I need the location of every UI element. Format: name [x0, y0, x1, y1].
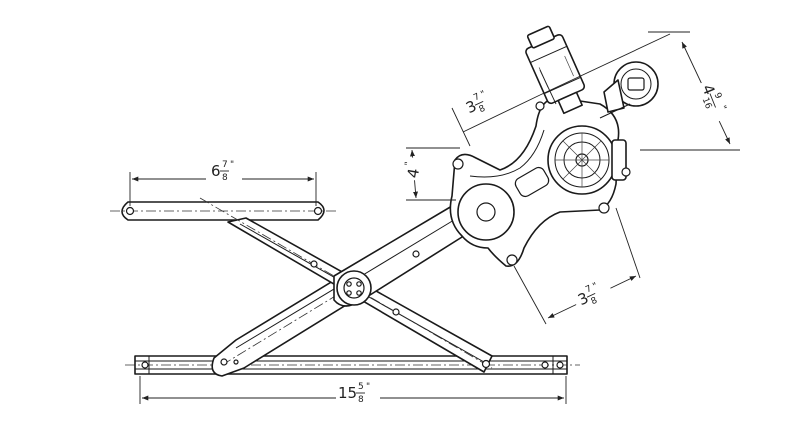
dimension-overall-length: 15 5 8 ": [139, 376, 567, 406]
dimension-top-left: 6 7 8 ": [129, 160, 317, 206]
svg-text:7: 7: [584, 284, 593, 295]
electrical-connector: [599, 61, 659, 119]
svg-text:4: 4: [404, 167, 423, 180]
dimension-small-vertical: 4 ": [402, 147, 460, 201]
svg-text:8: 8: [590, 296, 600, 308]
dimension-label: 6: [211, 162, 221, 180]
svg-text:8: 8: [222, 173, 228, 183]
center-pivot: [336, 270, 372, 306]
gearbox: [547, 125, 631, 195]
svg-text:": ": [479, 89, 487, 100]
svg-text:16: 16: [700, 96, 714, 111]
svg-text:": ": [230, 160, 234, 170]
svg-text:": ": [591, 281, 599, 292]
svg-text:7: 7: [472, 92, 481, 103]
dimension-motor-top: 3 7 8 ": [451, 33, 671, 147]
svg-text:8: 8: [358, 395, 364, 405]
bottom-rail: [125, 355, 580, 375]
svg-text:": ": [717, 104, 728, 112]
svg-text:9: 9: [712, 91, 724, 100]
svg-text:": ": [366, 382, 370, 392]
svg-text:7: 7: [222, 160, 228, 170]
svg-text:": ": [404, 161, 415, 167]
svg-text:8: 8: [478, 104, 488, 116]
svg-text:5: 5: [358, 382, 364, 392]
dimension-motor-height: 4 9 16 ": [640, 31, 740, 151]
svg-text:15: 15: [338, 384, 357, 402]
dimension-motor-bottom: 3 7 8 ": [513, 207, 641, 325]
